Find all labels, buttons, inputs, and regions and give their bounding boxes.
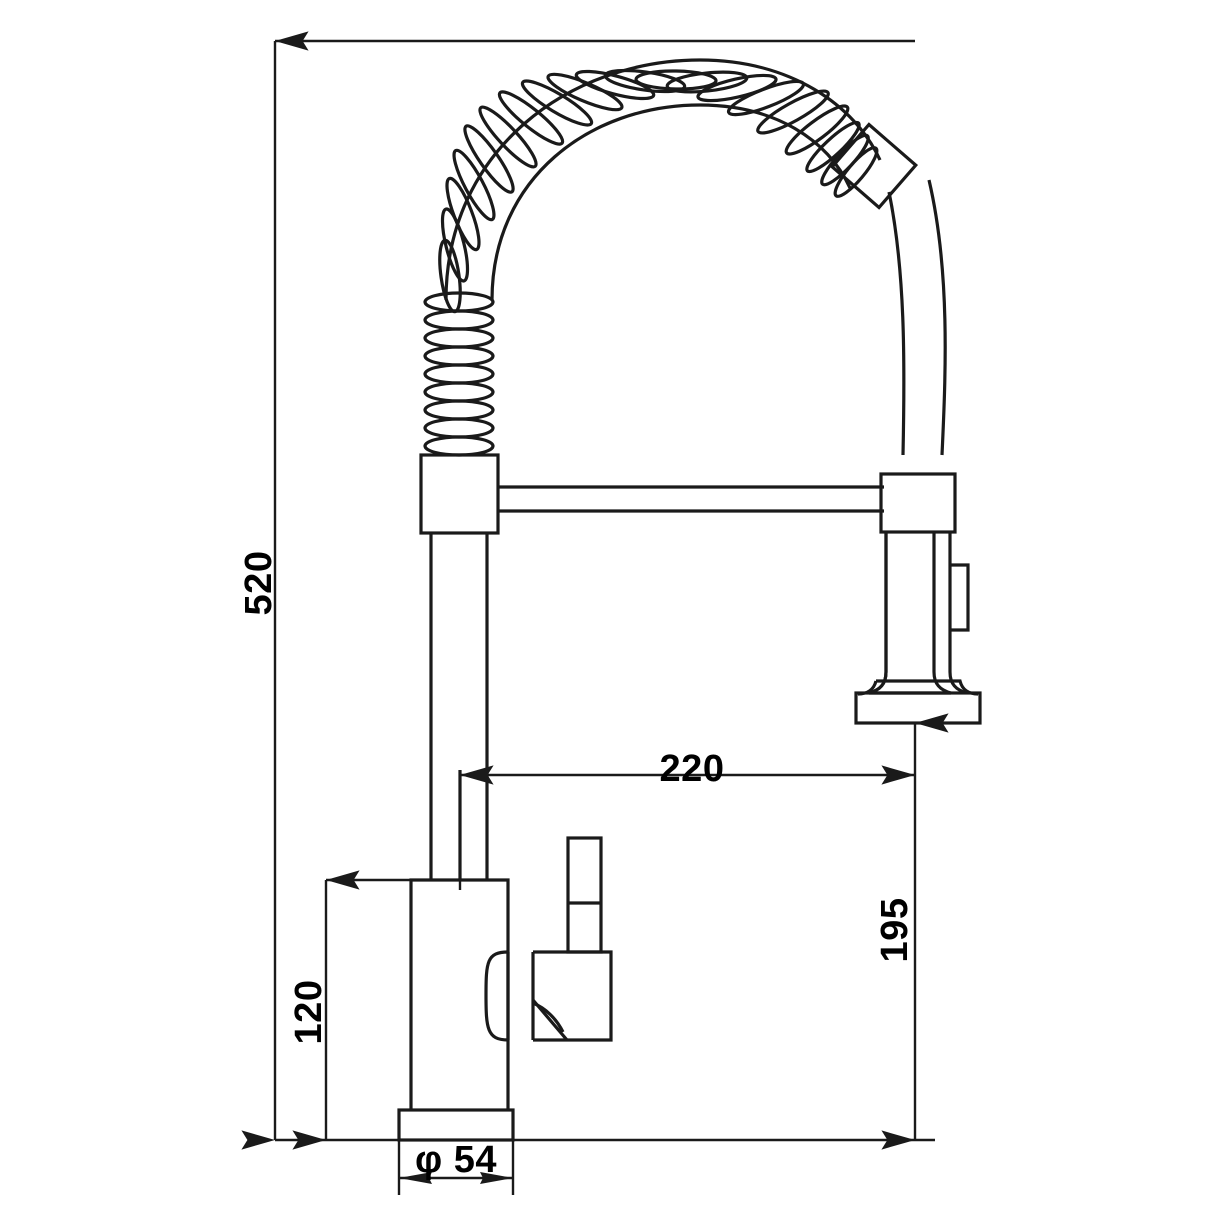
hose-left-edge bbox=[887, 191, 906, 456]
base-dim-arrow-left bbox=[399, 1172, 432, 1184]
nozzle-outlet-flange bbox=[854, 691, 982, 725]
spray-mode-button bbox=[950, 563, 970, 632]
lower-tight-spring-coil bbox=[423, 291, 495, 457]
faucet-geometry-group bbox=[397, 58, 982, 1142]
dimension-label-handle-height: 120 bbox=[288, 980, 330, 1045]
dimension-lines-group bbox=[241, 31, 949, 1195]
dimension-label-overall-height: 520 bbox=[238, 551, 280, 616]
dimension-labels-group: 520 220 195 120 φ 54 bbox=[238, 551, 916, 1181]
spray-head-body-left bbox=[868, 532, 888, 695]
mixer-handle-lever bbox=[566, 836, 603, 954]
mounting-base-plate bbox=[397, 1108, 515, 1142]
spring-arc-outer-guide bbox=[444, 58, 882, 301]
spray-head-body bbox=[868, 532, 952, 695]
base-dim-arrow-right bbox=[480, 1172, 513, 1184]
faucet-body-column bbox=[409, 878, 510, 1110]
coil-end-clamp bbox=[829, 122, 919, 210]
dimension-label-spout-height: 195 bbox=[874, 898, 916, 963]
horizontal-support-bar bbox=[498, 485, 884, 513]
arched-spring-coil bbox=[438, 68, 879, 314]
dimension-label-spout-reach: 220 bbox=[660, 748, 725, 790]
spray-head-body-right bbox=[948, 532, 968, 695]
spring-arc-inner-guide bbox=[490, 103, 852, 301]
spring-collar-block bbox=[419, 453, 500, 535]
handle-body-curve bbox=[532, 1001, 565, 1033]
handle-round-bulge bbox=[484, 950, 509, 1042]
handle-body-block bbox=[533, 950, 613, 1042]
dimension-label-base-diameter: φ 54 bbox=[415, 1139, 497, 1181]
spray-head-collar bbox=[879, 472, 957, 534]
hose-right-edge bbox=[927, 179, 947, 456]
